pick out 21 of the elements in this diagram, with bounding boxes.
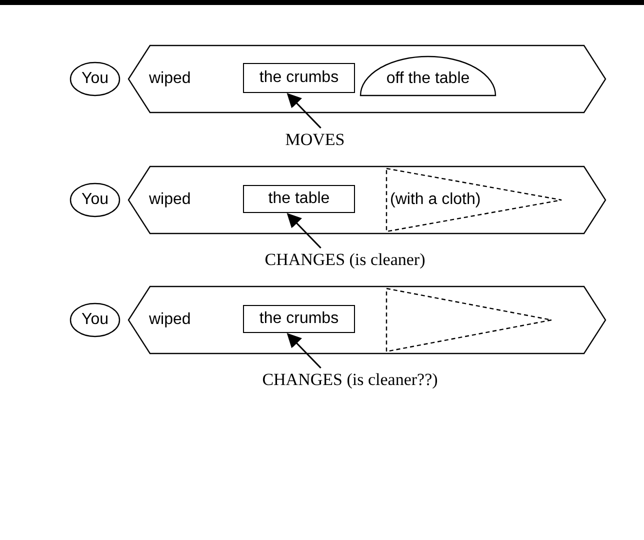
- arrow: [286, 212, 322, 249]
- word-label: wiped: [149, 310, 191, 330]
- hexagon-frame: [128, 45, 606, 113]
- word-label: wiped: [149, 190, 191, 210]
- semicircle-shape: off the table: [360, 56, 496, 96]
- arrow: [286, 332, 322, 369]
- hexagon-frame: [128, 286, 606, 354]
- arrow: [286, 92, 322, 129]
- ellipse-node: You: [70, 303, 120, 337]
- ellipse-node: You: [70, 183, 120, 217]
- caption-text: CHANGES (is cleaner??): [240, 368, 460, 392]
- phrase-box: the crumbs: [243, 305, 355, 333]
- ellipse-node: You: [70, 62, 120, 96]
- word-label: wiped: [149, 69, 191, 89]
- hexagon-frame: [128, 166, 606, 234]
- triangle-shape: [386, 288, 552, 352]
- phrase-box: the table: [243, 185, 355, 213]
- caption-text: CHANGES (is cleaner): [245, 248, 445, 272]
- phrase-box: the crumbs: [243, 63, 355, 93]
- caption-text: MOVES: [275, 128, 355, 152]
- triangle-shape: (with a cloth): [386, 168, 562, 232]
